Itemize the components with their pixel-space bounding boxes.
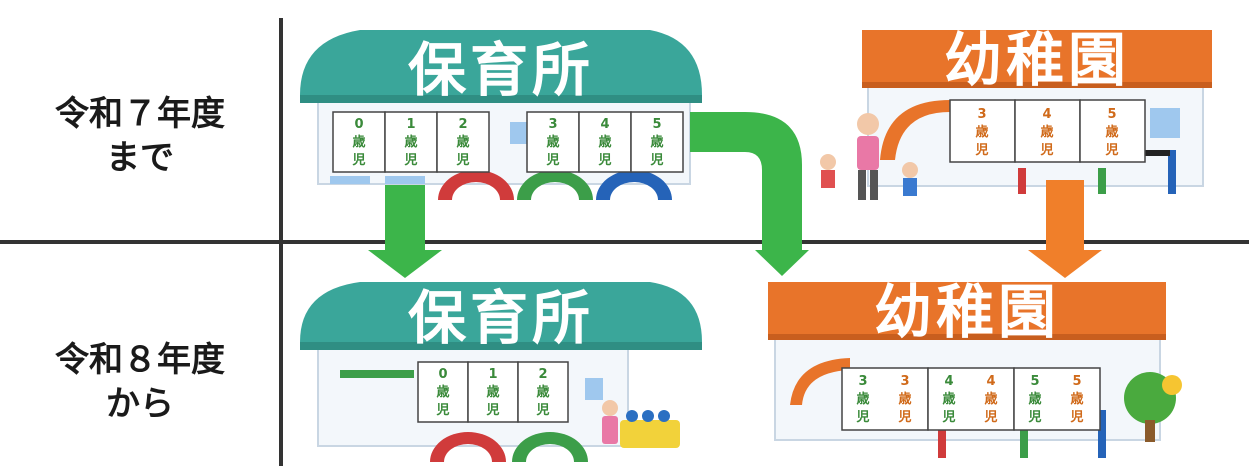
period-label-r7: 令和７年度 まで xyxy=(55,94,225,178)
svg-text:歳: 歳 xyxy=(404,134,417,150)
svg-text:5: 5 xyxy=(1107,107,1116,122)
svg-text:5: 5 xyxy=(1072,374,1081,389)
svg-text:児: 児 xyxy=(1039,143,1053,158)
svg-text:歳: 歳 xyxy=(1070,391,1083,407)
hoikusho-title-r8: 保育所 xyxy=(408,284,594,352)
arrow-nursery-to-kindergarten xyxy=(690,112,809,276)
svg-text:児: 児 xyxy=(1104,143,1118,158)
svg-text:児: 児 xyxy=(351,153,365,168)
svg-text:歳: 歳 xyxy=(856,391,869,407)
svg-text:歳: 歳 xyxy=(984,391,997,407)
svg-text:児: 児 xyxy=(545,153,559,168)
youchien-title-r7: 幼稚園 xyxy=(944,26,1130,94)
arrow-kindergarten-to-kindergarten xyxy=(1028,180,1102,278)
horizontal-divider xyxy=(0,240,1249,244)
svg-text:5: 5 xyxy=(1030,374,1039,389)
svg-text:児: 児 xyxy=(455,153,469,168)
class-4-label: 4 xyxy=(600,117,609,132)
svg-text:歳: 歳 xyxy=(1040,124,1053,140)
hoikusho-classes-r7: 0歳児 1歳児 2歳児 3歳児 4歳児 5歳児 xyxy=(332,111,684,173)
svg-text:0: 0 xyxy=(438,367,447,382)
svg-text:歳: 歳 xyxy=(650,134,663,150)
hoikusho-classes-r8: 0歳児 1歳児 2歳児 xyxy=(417,361,569,423)
svg-text:児: 児 xyxy=(485,403,499,418)
svg-text:児: 児 xyxy=(941,410,955,425)
svg-text:4: 4 xyxy=(986,374,995,389)
svg-text:3: 3 xyxy=(977,107,986,122)
svg-text:4: 4 xyxy=(1042,107,1051,122)
class-5-label: 5 xyxy=(652,117,661,132)
class-1-label: 1 xyxy=(406,117,415,132)
class-2-label: 2 xyxy=(458,117,467,132)
svg-text:児: 児 xyxy=(983,410,997,425)
svg-text:児: 児 xyxy=(597,153,611,168)
svg-text:児: 児 xyxy=(1069,410,1083,425)
hoikusho-building-r8: 保育所 xyxy=(300,282,702,462)
youchien-title-r8: 幼稚園 xyxy=(874,278,1060,346)
hoikusho-title-r7: 保育所 xyxy=(408,36,594,104)
svg-text:児: 児 xyxy=(1027,410,1041,425)
svg-text:児: 児 xyxy=(649,153,663,168)
svg-text:児: 児 xyxy=(974,143,988,158)
period-label-r8: 令和８年度 から xyxy=(55,340,225,424)
svg-text:児: 児 xyxy=(535,403,549,418)
svg-text:歳: 歳 xyxy=(352,134,365,150)
svg-text:1: 1 xyxy=(488,367,497,382)
svg-text:歳: 歳 xyxy=(1105,124,1118,140)
vertical-divider xyxy=(279,18,283,466)
svg-text:歳: 歳 xyxy=(598,134,611,150)
svg-text:歳: 歳 xyxy=(942,391,955,407)
class-0-label: 0 xyxy=(354,117,363,132)
svg-text:児: 児 xyxy=(855,410,869,425)
svg-text:3: 3 xyxy=(900,374,909,389)
youchien-classes-r8: 3歳児 3歳児 4歳児 4歳児 5歳児 5歳児 xyxy=(841,367,1101,431)
svg-text:歳: 歳 xyxy=(536,384,549,400)
svg-text:3: 3 xyxy=(858,374,867,389)
svg-text:歳: 歳 xyxy=(1028,391,1041,407)
svg-text:4: 4 xyxy=(944,374,953,389)
svg-text:歳: 歳 xyxy=(436,384,449,400)
svg-text:歳: 歳 xyxy=(975,124,988,140)
class-3-label: 3 xyxy=(548,117,557,132)
svg-text:児: 児 xyxy=(897,410,911,425)
svg-text:歳: 歳 xyxy=(456,134,469,150)
svg-text:児: 児 xyxy=(403,153,417,168)
svg-text:歳: 歳 xyxy=(546,134,559,150)
youchien-classes-r7: 3歳児 4歳児 5歳児 xyxy=(949,99,1146,163)
svg-text:歳: 歳 xyxy=(898,391,911,407)
svg-text:児: 児 xyxy=(435,403,449,418)
svg-text:2: 2 xyxy=(538,367,547,382)
svg-text:歳: 歳 xyxy=(486,384,499,400)
arrow-nursery-to-nursery xyxy=(368,185,442,278)
